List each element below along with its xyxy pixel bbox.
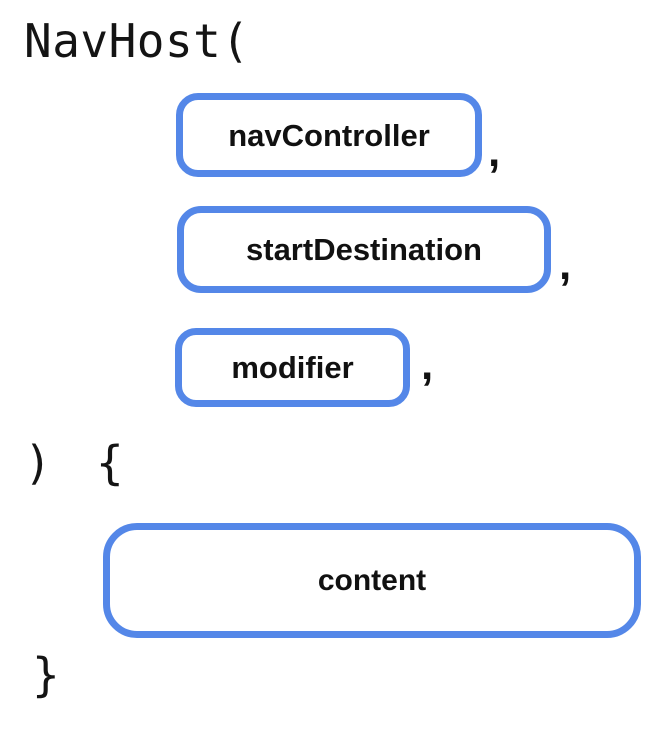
- param-label-navcontroller: navController: [228, 117, 430, 153]
- param-label-modifier: modifier: [231, 350, 354, 385]
- body-label-content: content: [317, 563, 427, 597]
- code-token-paren-close: ): [24, 436, 52, 490]
- param-separator-3: ,: [421, 340, 434, 389]
- code-token-function-open: NavHost(: [24, 14, 250, 68]
- code-token-brace-close: }: [32, 648, 60, 702]
- param-pill-navcontroller[interactable]: navController: [176, 93, 482, 177]
- code-token-brace-open: {: [96, 436, 124, 490]
- body-pill-content[interactable]: content: [103, 523, 641, 638]
- param-pill-modifier[interactable]: modifier: [175, 328, 410, 407]
- param-separator-2: ,: [559, 240, 572, 289]
- param-label-startdestination: startDestination: [246, 232, 482, 267]
- param-separator-1: ,: [488, 127, 501, 176]
- param-pill-startdestination[interactable]: startDestination: [177, 206, 551, 293]
